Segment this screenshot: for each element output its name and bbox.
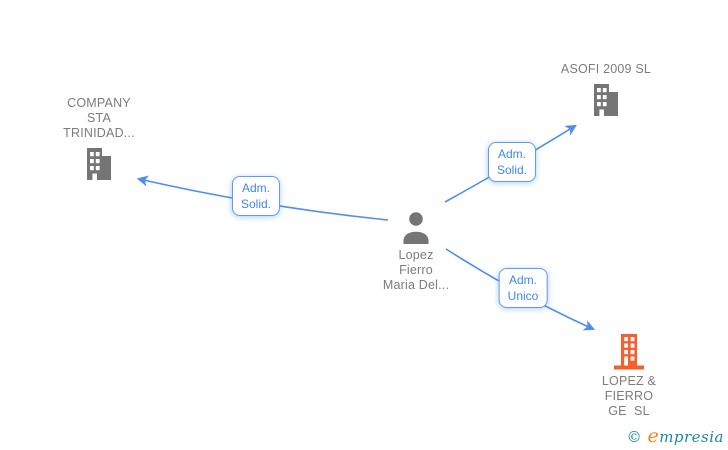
empresia-watermark: © empresia bbox=[627, 425, 724, 447]
person-icon bbox=[401, 211, 431, 244]
building-icon bbox=[611, 332, 647, 370]
edge-label-adm-solid-left: Adm. Solid. bbox=[231, 176, 281, 216]
edge-label-adm-unico: Adm. Unico bbox=[498, 268, 548, 308]
building-icon bbox=[589, 82, 623, 118]
node-label: Lopez Fierro Maria Del... bbox=[382, 248, 450, 292]
brand-initial: e bbox=[647, 425, 660, 447]
node-label: ASOFI 2009 SL bbox=[560, 62, 652, 76]
node-company-sta-trinidad[interactable]: COMPANY STA TRINIDAD... bbox=[40, 96, 158, 186]
edge-label-adm-solid-right: Adm. Solid. bbox=[487, 142, 537, 182]
building-icon bbox=[82, 146, 116, 182]
node-asofi-2009-sl[interactable]: ASOFI 2009 SL bbox=[536, 62, 676, 122]
node-label: COMPANY STA TRINIDAD... bbox=[63, 96, 135, 140]
node-label: LOPEZ & FIERRO GE SL bbox=[601, 374, 657, 418]
copyright-icon: © bbox=[626, 428, 643, 446]
node-lopez-fierro-ge-sl[interactable]: LOPEZ & FIERRO GE SL bbox=[569, 332, 689, 419]
node-person-lopez-fierro-maria[interactable]: Lopez Fierro Maria Del... bbox=[356, 211, 476, 293]
brand-name: mpresia bbox=[659, 428, 724, 446]
